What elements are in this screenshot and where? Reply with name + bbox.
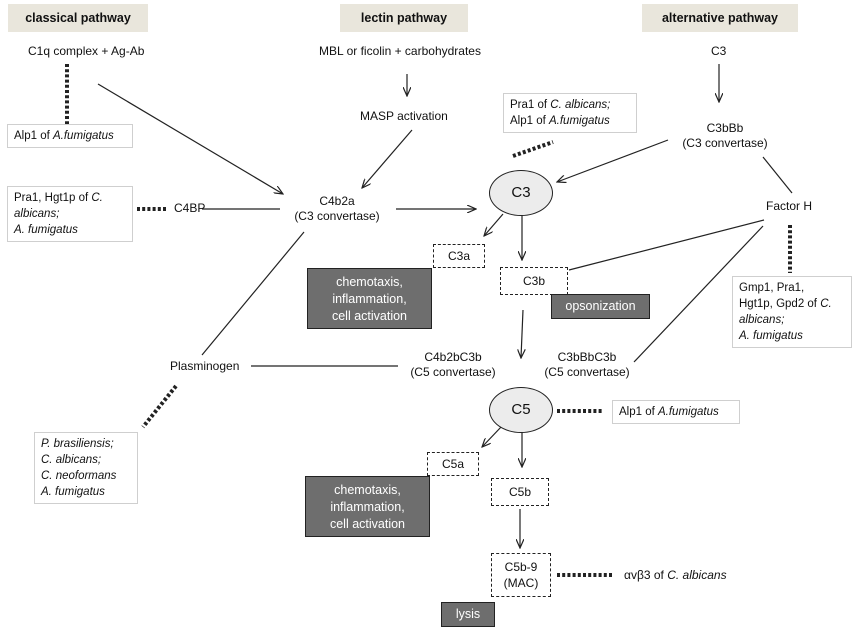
outcome-opsonization: opsonization xyxy=(551,294,650,319)
node-c5-ellipse: C5 xyxy=(489,387,553,433)
arrow-c5-to-c5a xyxy=(482,425,503,447)
c5b9-sublabel: (MAC) xyxy=(503,576,539,590)
cell-activation-line: cell activation xyxy=(329,517,406,531)
outcome-chemotaxis-c5a: chemotaxis, inflammation, cell activatio… xyxy=(305,476,430,537)
species-name: A. fumigatus xyxy=(14,224,78,236)
arrow-c3b-to-c5conv xyxy=(521,309,523,358)
arrow-masp-to-c4b2a xyxy=(362,129,413,188)
node-c3bbbc3b: C3bBbC3b (C5 convertase) xyxy=(532,350,642,380)
line-factorh-c3bbbc3b xyxy=(633,225,764,363)
species-name: albicans; xyxy=(14,208,60,220)
note-text: Gmp1, Pra1, xyxy=(739,282,805,294)
arrow-c3-to-c3a xyxy=(484,213,504,236)
header-lectin-pathway: lectin pathway xyxy=(340,4,468,32)
node-c3a: C3a xyxy=(433,244,485,268)
c3bbbc3b-label: C3bBbC3b xyxy=(557,350,617,364)
note-text: Alp1 of xyxy=(619,406,658,418)
line-factorh-c3b xyxy=(568,219,765,271)
c5b9-label: C5b-9 xyxy=(504,560,538,574)
species-name: C. xyxy=(91,192,103,204)
node-factor-h: Factor H xyxy=(766,199,813,213)
node-c3-ellipse: C3 xyxy=(489,170,553,216)
chemotaxis-line: chemotaxis, xyxy=(334,483,401,497)
c3bbbc3b-sublabel: (C5 convertase) xyxy=(544,365,630,379)
node-c1q-complex: C1q complex + Ag-Ab xyxy=(28,44,145,58)
note-pra1-hgt1p-c4bp: Pra1, Hgt1p of C. albicans; A. fumigatus xyxy=(7,186,133,242)
note-text: Pra1, Hgt1p of xyxy=(14,192,92,204)
c4b2bc3b-sublabel: (C5 convertase) xyxy=(410,365,496,379)
species-name: A.fumigatus xyxy=(53,130,114,142)
line-c3bbb-factorh xyxy=(762,156,793,194)
node-c5b9-mac: C5b-9 (MAC) xyxy=(491,553,551,597)
note-text: αvβ3 of xyxy=(624,568,668,582)
species-name: A. fumigatus xyxy=(41,486,105,498)
note-text: Hgt1p, Gpd2 of xyxy=(739,298,821,310)
inflammation-line: inflammation, xyxy=(332,292,407,306)
inflammation-line: inflammation, xyxy=(330,500,405,514)
cell-activation-line: cell activation xyxy=(331,309,408,323)
species-name: C. xyxy=(820,298,832,310)
species-name: albicans; xyxy=(739,314,785,326)
node-c5a: C5a xyxy=(427,452,479,476)
line-c4b2a-plasminogen xyxy=(201,231,305,356)
header-alternative-pathway: alternative pathway xyxy=(642,4,798,32)
c4b2bc3b-label: C4b2bC3b xyxy=(424,350,482,364)
inhib-pbras-plasminogen xyxy=(141,384,178,429)
c4b2a-label: C4b2a xyxy=(319,194,355,208)
note-alp1-c5: Alp1 of A.fumigatus xyxy=(612,400,740,424)
node-c4b2a: C4b2a (C3 convertase) xyxy=(276,194,398,224)
species-name: C. albicans; xyxy=(41,454,102,466)
note-alp1-classical: Alp1 of A.fumigatus xyxy=(7,124,133,148)
outcome-lysis: lysis xyxy=(441,602,495,627)
note-gmp1-factorh: Gmp1, Pra1, Hgt1p, Gpd2 of C. albicans; … xyxy=(732,276,852,348)
species-name: P. brasiliensis; xyxy=(41,438,114,450)
node-plasminogen: Plasminogen xyxy=(170,359,240,373)
note-avb3-c5b9: αvβ3 of C. albicans xyxy=(624,568,727,583)
node-c3bbb: C3bBb (C3 convertase) xyxy=(670,121,780,151)
species-name: C. neoformans xyxy=(41,470,117,482)
header-classical-pathway: classical pathway xyxy=(8,4,148,32)
c3bbb-sublabel: (C3 convertase) xyxy=(682,136,768,150)
species-name: C. albicans; xyxy=(550,99,611,111)
note-text: Pra1 of xyxy=(510,99,551,111)
note-text: Alp1 of xyxy=(14,130,53,142)
c3bbb-label: C3bBb xyxy=(706,121,744,135)
note-text: Alp1 of xyxy=(510,115,549,127)
inhib-pra1-c3 xyxy=(512,140,554,158)
node-c3b: C3b xyxy=(500,267,568,295)
c4b2a-sublabel: (C3 convertase) xyxy=(294,209,380,223)
outcome-chemotaxis-c3a: chemotaxis, inflammation, cell activatio… xyxy=(307,268,432,329)
arrow-c1q-to-c4b2a xyxy=(97,83,283,194)
node-c3-alternative: C3 xyxy=(711,44,727,58)
node-c5b: C5b xyxy=(491,478,549,506)
node-mbl-ficolin: MBL or ficolin + carbohydrates xyxy=(319,44,481,58)
species-name: C. albicans xyxy=(667,568,727,582)
node-c4bp: C4BP xyxy=(174,201,206,215)
species-name: A.fumigatus xyxy=(549,115,610,127)
arrow-c3bbb-to-c3 xyxy=(557,139,669,182)
node-masp-activation: MASP activation xyxy=(360,109,448,123)
note-pra1-alp1-c3: Pra1 of C. albicans; Alp1 of A.fumigatus xyxy=(503,93,637,133)
species-name: A. fumigatus xyxy=(739,330,803,342)
note-pbrasiliensis-plasminogen: P. brasiliensis; C. albicans; C. neoform… xyxy=(34,432,138,504)
node-c4b2bc3b: C4b2bC3b (C5 convertase) xyxy=(398,350,508,380)
chemotaxis-line: chemotaxis, xyxy=(336,275,403,289)
species-name: A.fumigatus xyxy=(658,406,719,418)
